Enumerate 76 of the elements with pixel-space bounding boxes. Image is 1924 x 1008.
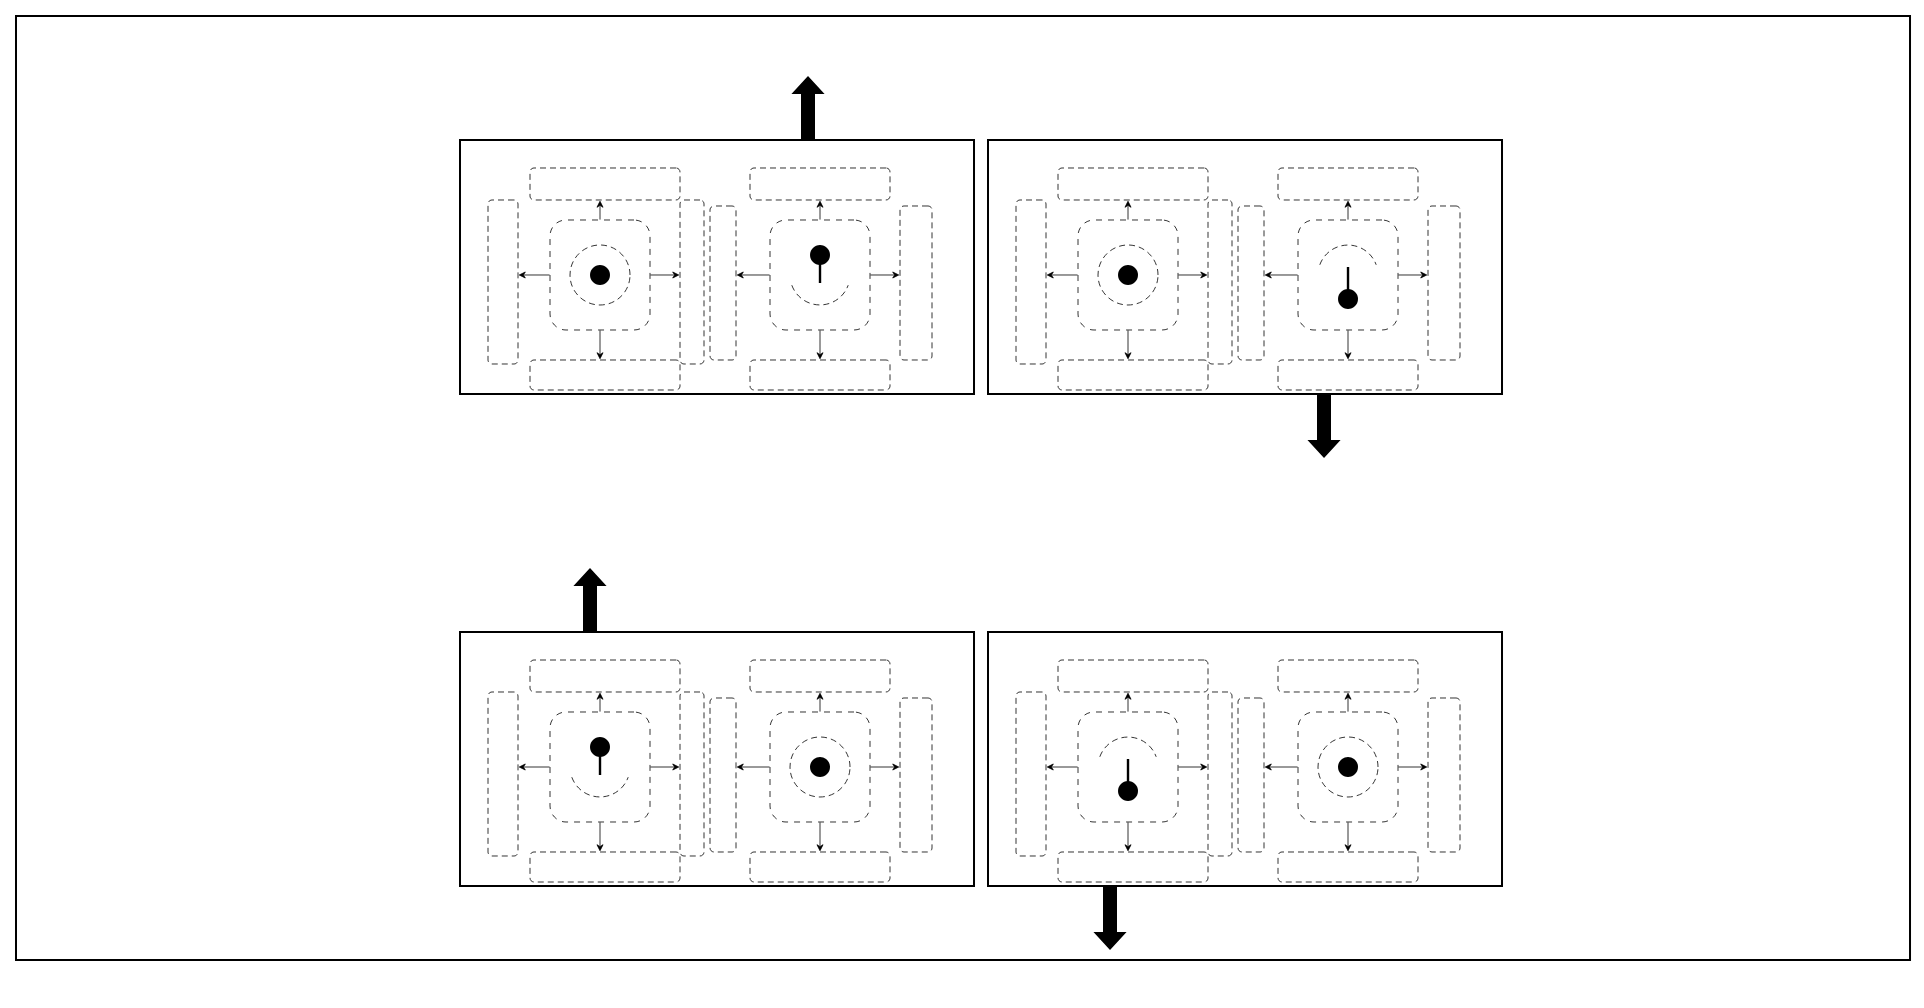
label-box [899,205,933,361]
label-box [487,691,519,857]
panel-box [987,139,1503,395]
label-box [1427,205,1461,361]
arrow [1046,763,1078,771]
arrow [870,271,900,279]
label-box [1277,851,1419,883]
arrow [596,822,604,852]
label-box [487,199,519,365]
arrow [1344,200,1352,220]
joystick-drawing [1077,219,1179,331]
label-box [749,359,891,391]
arrow [650,763,680,771]
label-box [709,205,737,361]
arrow [1046,271,1078,279]
arrow [1264,271,1298,279]
arrow [596,692,604,712]
arrow [1344,822,1352,852]
panel-box [459,139,975,395]
arrow [1344,692,1352,712]
joystick-drawing [1297,219,1399,331]
label-box [1057,359,1209,391]
arrow [816,200,824,220]
label-box [899,697,933,853]
label-box [1015,691,1047,857]
label-box [749,851,891,883]
joystick-drawing [1297,711,1399,823]
arrow [816,330,824,360]
arrow [1264,763,1298,771]
label-box [1427,697,1461,853]
label-box [1237,205,1265,361]
arrow [650,271,680,279]
arrow [1124,822,1132,852]
label-box [1277,167,1419,201]
arrow [1124,330,1132,360]
joystick-drawing [769,711,871,823]
label-box [1057,851,1209,883]
arrow [1178,763,1208,771]
label-box [679,691,705,857]
arrow [870,763,900,771]
arrow [1124,692,1132,712]
arrow [1124,200,1132,220]
arrow [1398,763,1428,771]
label-box [1277,359,1419,391]
label-box [1057,659,1209,693]
label-box [1237,697,1265,853]
label-box [529,167,681,201]
arrow [518,763,550,771]
label-box [679,199,705,365]
label-box [1277,659,1419,693]
label-box [529,659,681,693]
arrow [816,822,824,852]
arrow [736,763,770,771]
label-box [1207,199,1233,365]
arrow [736,271,770,279]
label-box [1057,167,1209,201]
joystick-drawing [1077,711,1179,823]
label-box [1015,199,1047,365]
label-box [749,167,891,201]
arrow [816,692,824,712]
arrow [1178,271,1208,279]
label-box [529,359,681,391]
panel-box [987,631,1503,887]
arrow [596,200,604,220]
joystick-drawing [769,219,871,331]
label-box [749,659,891,693]
label-box [709,697,737,853]
joystick-drawing [549,711,651,823]
arrow [1398,271,1428,279]
arrow [518,271,550,279]
panel-box [459,631,975,887]
arrow [1344,330,1352,360]
label-box [1207,691,1233,857]
joystick-drawing [549,219,651,331]
arrow [596,330,604,360]
label-box [529,851,681,883]
